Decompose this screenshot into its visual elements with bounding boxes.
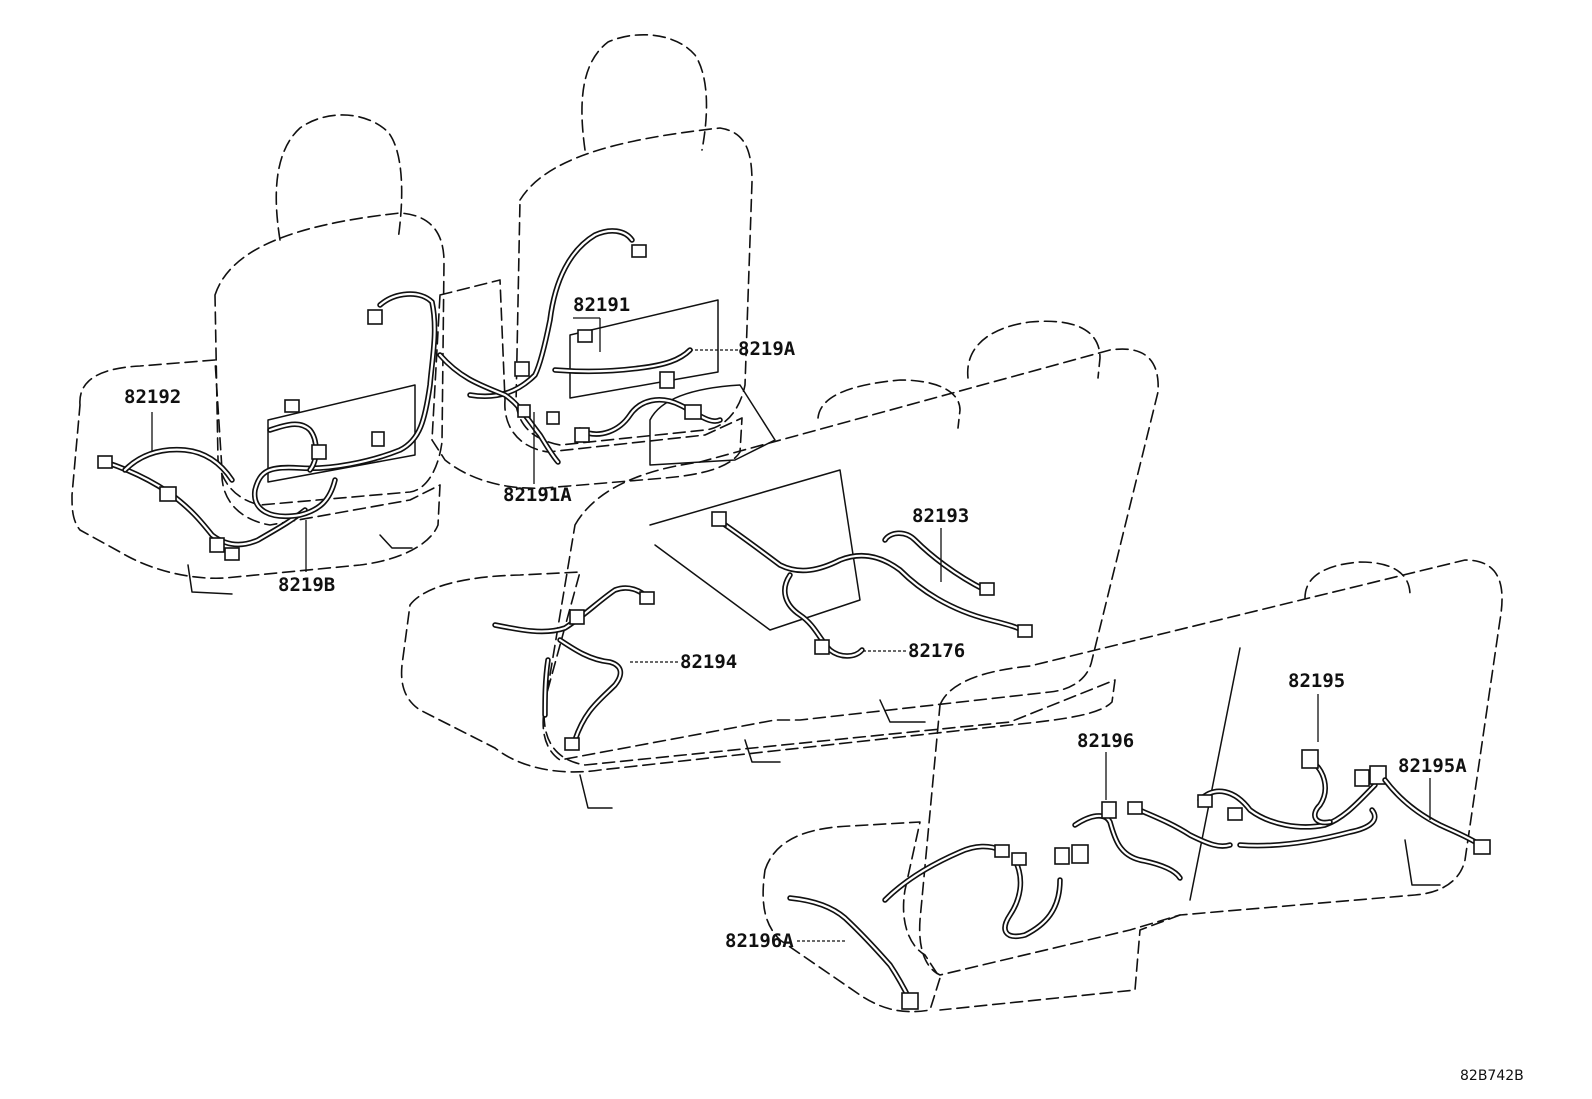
connector-icon bbox=[979, 582, 995, 596]
part-number-82176: 82176 bbox=[908, 640, 966, 662]
connector-icon bbox=[711, 511, 727, 527]
connector-icon bbox=[209, 537, 225, 553]
connector-icon bbox=[371, 431, 385, 447]
connector-icon bbox=[1011, 852, 1027, 866]
front-left-cushion bbox=[71, 359, 441, 580]
connector-icon bbox=[994, 844, 1010, 858]
third-row-headrest-right bbox=[1304, 561, 1411, 599]
connector-icon bbox=[1473, 839, 1491, 855]
connector-icon bbox=[1354, 769, 1370, 787]
connector-icon bbox=[367, 309, 383, 325]
harness-82191A bbox=[437, 352, 561, 465]
connector-icon bbox=[1197, 794, 1213, 808]
connector-icon bbox=[311, 444, 327, 460]
second-row-headrest-center bbox=[817, 379, 961, 429]
part-number-8219A: 8219A bbox=[738, 338, 796, 360]
harness-8219B bbox=[252, 291, 438, 519]
connector-icon bbox=[1227, 807, 1243, 821]
connector-icon bbox=[224, 547, 240, 561]
third-row-back-divider bbox=[1189, 647, 1241, 901]
harness-82193 bbox=[711, 511, 1033, 638]
part-number-82195A: 82195A bbox=[1398, 755, 1467, 777]
connector-icon bbox=[1054, 847, 1070, 865]
connector-icon bbox=[631, 244, 647, 258]
harness-82196 bbox=[882, 801, 1233, 939]
part-number-82193: 82193 bbox=[912, 505, 970, 527]
harness-82195 bbox=[1197, 749, 1387, 849]
connector-icon bbox=[564, 737, 580, 751]
front-right-cushion bbox=[431, 279, 743, 490]
front-left-headrest bbox=[275, 114, 403, 241]
connector-icon bbox=[1017, 624, 1033, 638]
part-number-82192: 82192 bbox=[124, 386, 182, 408]
connector-icon bbox=[659, 371, 675, 389]
second-row-backrest bbox=[542, 348, 1159, 761]
front-right-seat bbox=[431, 33, 776, 490]
harness-82194 bbox=[492, 585, 655, 751]
harness-82195A bbox=[1382, 777, 1491, 855]
second-row-seat bbox=[400, 320, 1159, 809]
third-row-seat bbox=[762, 559, 1503, 1013]
second-row-cushion bbox=[400, 571, 1116, 773]
part-number-82195: 82195 bbox=[1288, 670, 1346, 692]
third-row-cushion-right bbox=[939, 914, 1181, 1011]
connector-icon bbox=[159, 486, 177, 502]
second-row-back-inner-panel bbox=[649, 469, 861, 631]
harness-82176 bbox=[782, 572, 865, 659]
connector-icon bbox=[639, 591, 655, 605]
connector-icon bbox=[1127, 801, 1143, 815]
second-row-legs bbox=[579, 699, 926, 809]
connector-icon bbox=[546, 411, 560, 425]
part-number-82196: 82196 bbox=[1077, 730, 1135, 752]
front-left-seat bbox=[71, 114, 445, 595]
part-number-82194: 82194 bbox=[680, 651, 738, 673]
connector-icon bbox=[514, 361, 530, 377]
connector-icon bbox=[97, 455, 113, 469]
connector-icon bbox=[1301, 749, 1319, 769]
connector-icon bbox=[901, 992, 919, 1010]
connector-icon bbox=[577, 329, 593, 343]
connector-icon bbox=[574, 427, 590, 443]
part-number-82191A: 82191A bbox=[503, 484, 572, 506]
connector-icon bbox=[1101, 801, 1117, 819]
connector-icon bbox=[814, 639, 830, 655]
harness-82191 bbox=[467, 228, 723, 443]
second-row-headrest-right bbox=[966, 320, 1101, 379]
front-left-backrest bbox=[214, 212, 445, 506]
diagram-code: 82B742B bbox=[1460, 1068, 1524, 1084]
part-number-82196A: 82196A bbox=[725, 930, 794, 952]
connector-icon bbox=[569, 609, 585, 625]
connector-icon bbox=[684, 404, 702, 420]
front-right-back-panel bbox=[569, 299, 719, 399]
front-left-back-panel bbox=[267, 384, 416, 483]
third-row-cushion bbox=[762, 821, 941, 1013]
third-row-legs bbox=[1404, 839, 1441, 886]
part-number-82191: 82191 bbox=[573, 294, 631, 316]
connector-icon bbox=[284, 399, 300, 413]
connector-icon bbox=[1071, 844, 1089, 864]
front-right-headrest bbox=[581, 33, 708, 151]
connector-icon bbox=[1369, 765, 1387, 785]
front-right-side-cover bbox=[649, 384, 776, 466]
connector-icon bbox=[517, 404, 531, 418]
leader-lines bbox=[151, 317, 1431, 942]
front-right-backrest bbox=[515, 127, 753, 446]
part-number-8219B: 8219B bbox=[278, 574, 336, 596]
front-left-rail bbox=[187, 534, 413, 595]
harness-82192 bbox=[97, 446, 308, 561]
harness-82196A bbox=[787, 895, 919, 1010]
